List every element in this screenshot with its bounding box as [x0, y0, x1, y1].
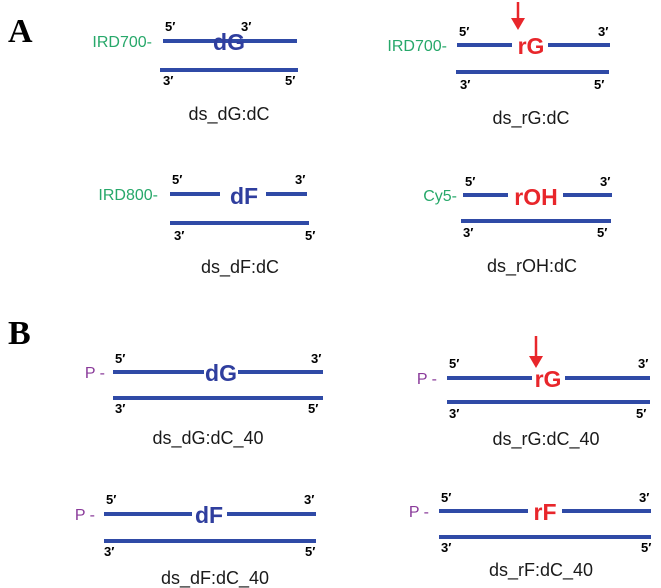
top-strand-3-prime-label: 3′ — [295, 172, 305, 187]
modified-nucleotide-label: dG — [205, 360, 237, 386]
modified-nucleotide-label: dG — [213, 29, 245, 55]
dye-label: IRD700- — [387, 38, 447, 55]
phosphate-label: P - — [75, 507, 95, 524]
top-strand-3-prime-label: 3′ — [311, 351, 321, 366]
top-strand-5-prime-label: 5′ — [115, 351, 125, 366]
duplex-construct-a2: 5′ 3′ 3′ 5′ IRD700- rG ds_rG:dC — [387, 2, 610, 129]
phosphate-label: P - — [85, 365, 105, 382]
construct-name: ds_dG:dC — [188, 104, 269, 125]
panel-label-b: B — [8, 315, 31, 352]
construct-name: ds_dF:dC_40 — [161, 568, 269, 588]
bottom-strand-3-prime-label: 3′ — [441, 540, 451, 555]
duplex-constructs: 5′ 3′ 3′ 5′ IRD700- dG ds_dG:dC 5′ 3′ 3′ 5′ IRD700-… — [75, 2, 652, 588]
phosphate-label: P - — [417, 371, 437, 388]
bottom-strand-5-prime-label: 5′ — [636, 406, 646, 421]
bottom-strand-5-prime-label: 5′ — [641, 540, 651, 555]
bottom-strand-3-prime-label: 3′ — [174, 228, 184, 243]
bottom-strand-3-prime-label: 3′ — [104, 544, 114, 559]
construct-name: ds_rG:dC — [492, 108, 569, 129]
top-strand-3-prime-label: 3′ — [241, 19, 251, 34]
duplex-construct-b4: 5′ 3′ 3′ 5′ P - rF ds_rF:dC_40 — [409, 490, 652, 581]
dye-label: IRD700- — [92, 34, 152, 51]
top-strand-3-prime-label: 3′ — [638, 356, 648, 371]
top-strand-5-prime-label: 5′ — [172, 172, 182, 187]
bottom-strand-3-prime-label: 3′ — [115, 401, 125, 416]
top-strand-3-prime-label: 3′ — [304, 492, 314, 507]
bottom-strand-5-prime-label: 5′ — [308, 401, 318, 416]
bottom-strand-3-prime-label: 3′ — [449, 406, 459, 421]
modified-nucleotide-label: rG — [518, 33, 545, 59]
top-strand-3-prime-label: 3′ — [598, 24, 608, 39]
bottom-strand-5-prime-label: 5′ — [305, 228, 315, 243]
top-strand-3-prime-label: 3′ — [600, 174, 610, 189]
top-strand-5-prime-label: 5′ — [165, 19, 175, 34]
duplex-construct-b2: 5′ 3′ 3′ 5′ P - rG ds_rG:dC_40 — [417, 336, 650, 450]
modified-nucleotide-label: rOH — [514, 184, 557, 210]
top-strand-5-prime-label: 5′ — [449, 356, 459, 371]
construct-name: ds_rOH:dC — [487, 256, 577, 277]
cleavage-arrow-icon — [529, 336, 543, 368]
arrow-head — [511, 18, 525, 30]
panel-label-a: A — [8, 13, 33, 50]
top-strand-5-prime-label: 5′ — [441, 490, 451, 505]
bottom-strand-5-prime-label: 5′ — [305, 544, 315, 559]
arrow-head — [529, 356, 543, 368]
duplex-construct-b1: 5′ 3′ 3′ 5′ P - dG ds_dG:dC_40 — [85, 351, 323, 449]
cleavage-arrow-icon — [511, 2, 525, 30]
construct-name: ds_rG:dC_40 — [492, 429, 599, 450]
top-strand-3-prime-label: 3′ — [639, 490, 649, 505]
duplex-construct-a4: 5′ 3′ 3′ 5′ Cy5- rOH ds_rOH:dC — [423, 174, 612, 277]
bottom-strand-3-prime-label: 3′ — [460, 77, 470, 92]
construct-name: ds_rF:dC_40 — [489, 560, 593, 581]
construct-name: ds_dF:dC — [201, 257, 279, 278]
duplex-construct-b3: 5′ 3′ 3′ 5′ P - dF ds_dF:dC_40 — [75, 492, 316, 588]
bottom-strand-5-prime-label: 5′ — [597, 225, 607, 240]
modified-nucleotide-label: rF — [534, 499, 557, 525]
top-strand-5-prime-label: 5′ — [465, 174, 475, 189]
top-strand-5-prime-label: 5′ — [459, 24, 469, 39]
modified-nucleotide-label: dF — [230, 183, 258, 209]
dye-label: Cy5- — [423, 188, 457, 205]
duplex-construct-a1: 5′ 3′ 3′ 5′ IRD700- dG ds_dG:dC — [92, 19, 298, 125]
duplex-construct-a3: 5′ 3′ 3′ 5′ IRD800- dF ds_dF:dC — [98, 172, 315, 278]
phosphate-label: P - — [409, 504, 429, 521]
dye-label: IRD800- — [98, 187, 158, 204]
bottom-strand-5-prime-label: 5′ — [594, 77, 604, 92]
construct-name: ds_dG:dC_40 — [152, 428, 263, 449]
modified-nucleotide-label: rG — [535, 366, 562, 392]
modified-nucleotide-label: dF — [195, 502, 223, 528]
bottom-strand-5-prime-label: 5′ — [285, 73, 295, 88]
bottom-strand-3-prime-label: 3′ — [463, 225, 473, 240]
top-strand-5-prime-label: 5′ — [106, 492, 116, 507]
bottom-strand-3-prime-label: 3′ — [163, 73, 173, 88]
